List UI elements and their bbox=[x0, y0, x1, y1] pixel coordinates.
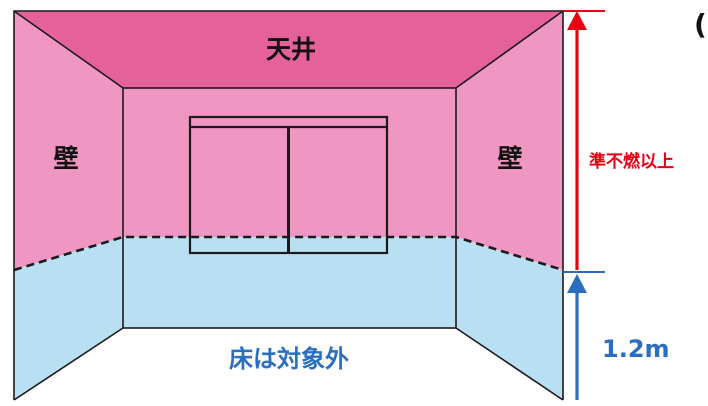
back-wall-outline bbox=[122, 87, 457, 329]
edge-mark: ( bbox=[694, 8, 707, 41]
left-wall-lower bbox=[14, 237, 123, 400]
floor-label: 床は対象外 bbox=[229, 345, 349, 373]
left-wall-upper bbox=[14, 11, 123, 270]
edge-ceiling-left bbox=[13, 10, 124, 89]
outer-frame bbox=[13, 10, 564, 400]
right-wall-upper bbox=[456, 11, 563, 270]
requirement-arrow-head bbox=[567, 11, 587, 30]
floor-panel bbox=[14, 328, 563, 400]
right-wall-lower bbox=[456, 237, 563, 400]
edge-floor-left bbox=[13, 327, 124, 401]
ceiling-panel bbox=[14, 11, 563, 88]
right-wall-label: 壁 bbox=[497, 144, 522, 173]
window bbox=[188, 115, 389, 255]
ceiling-label: 天井 bbox=[266, 35, 316, 64]
height-arrow bbox=[563, 271, 605, 400]
left-wall-label: 壁 bbox=[53, 144, 78, 173]
height-label: 1.2m bbox=[602, 335, 670, 363]
edge-floor-right bbox=[455, 327, 564, 401]
requirement-arrow bbox=[563, 10, 605, 270]
edge-ceiling-right bbox=[455, 10, 564, 89]
requirement-label: 準不燃以上 bbox=[589, 151, 674, 172]
height-arrow-head bbox=[567, 274, 587, 293]
room-outlines bbox=[13, 10, 564, 401]
